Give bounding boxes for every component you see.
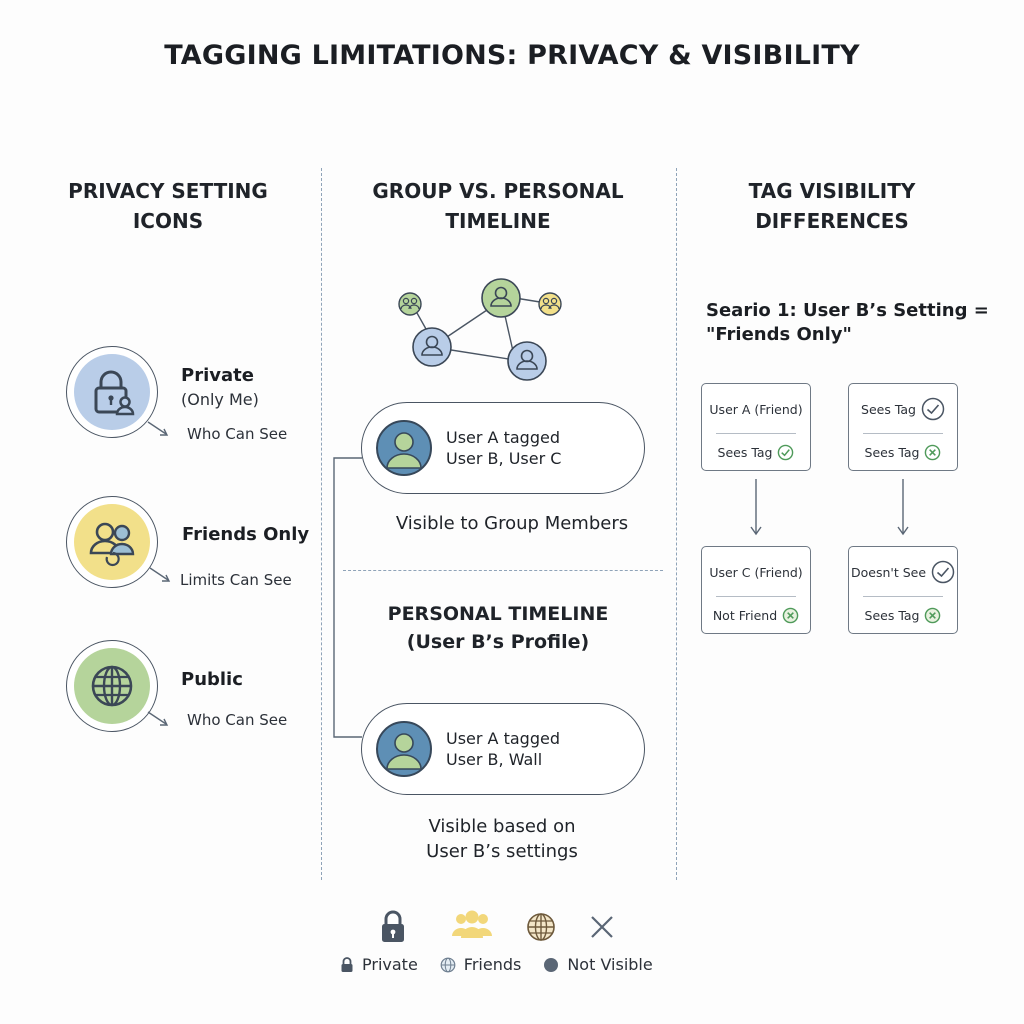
x-icon [782, 607, 799, 623]
friends-only-label: Friends Only [182, 524, 310, 545]
dot-icon [544, 957, 559, 972]
x-icon [925, 607, 941, 623]
card-top-text: Doesn't See [849, 547, 957, 597]
check-icon [778, 444, 794, 460]
tag-visibility-heading: TAG VISIBILITY DIFFERENCES [748, 179, 916, 233]
personal-post-card: User A tagged User B, Wall [361, 703, 645, 795]
x-icon [925, 444, 941, 460]
friends-option-icon [66, 496, 158, 588]
legend-item-friends: Friends [440, 955, 521, 974]
scenario-card-doesnt-see: Doesn't See Sees Tag [848, 546, 958, 634]
lock-icon [382, 910, 404, 942]
group-post-card: User A tagged User B, User C [361, 402, 645, 494]
arrow-down-icon [897, 479, 909, 536]
public-label: Public [181, 669, 243, 690]
group-vs-personal-heading: GROUP VS. PERSONAL TIMELINE [372, 179, 624, 233]
arrow-icon [149, 567, 171, 582]
people-icon [452, 910, 492, 938]
check-icon [931, 560, 955, 584]
card-top-text: Sees Tag [849, 384, 957, 434]
personal-post-text: User A tagged User B, Wall [446, 729, 560, 769]
private-who-can-see: Who Can See [187, 425, 288, 443]
privacy-settings-heading: PRIVACY SETTING ICONS [68, 179, 268, 233]
private-option-icon [66, 346, 158, 438]
scenario-card-sees-tag: Sees Tag Sees Tag [848, 383, 958, 471]
group-post-text: User A tagged User B, User C [446, 428, 562, 468]
avatar [376, 420, 432, 476]
card-bottom-text: Sees Tag [702, 434, 810, 470]
scenario-card-user-a: User A (Friend) Sees Tag [701, 383, 811, 471]
group-visibility-caption: Visible to Group Members [395, 513, 629, 534]
network-node-small-left [398, 292, 422, 316]
personal-timeline-heading: PERSONAL TIMELINE (User B’s Profile) [387, 603, 609, 653]
diagram-title: TAGGING LIMITATIONS: PRIVACY & VISIBILIT… [164, 40, 860, 71]
scenario-heading: Seario 1: User B’s Setting = "Friends On… [706, 300, 989, 345]
public-option-icon [66, 640, 158, 732]
user-icon [386, 733, 422, 770]
group-network-graph [398, 278, 562, 381]
section-separator [343, 570, 663, 571]
card-bottom-text: Sees Tag [849, 597, 957, 633]
public-who-can-see: Who Can See [187, 711, 288, 729]
lock-icon [341, 957, 353, 972]
card-top-text: User A (Friend) [709, 401, 803, 417]
network-node-top [481, 278, 521, 318]
column-divider-right [676, 168, 677, 880]
legend-item-not-visible: Not Visible [543, 955, 653, 974]
friends-icon [89, 522, 135, 567]
friends-who-can-see: Limits Can See [180, 571, 292, 589]
network-node-small-right [538, 292, 562, 316]
private-sublabel: (Only Me) [181, 390, 259, 409]
globe-icon [91, 665, 133, 707]
network-node-left [412, 327, 452, 367]
legend: Private Friends Not Visible [340, 955, 653, 974]
arrow-icon [147, 421, 169, 436]
x-icon [591, 916, 613, 938]
legend-item-private: Private [340, 955, 418, 974]
timeline-connector [333, 457, 362, 738]
check-icon [921, 397, 945, 421]
personal-visibility-caption: Visible based on User B’s settings [426, 816, 578, 862]
lock-user-icon [94, 370, 135, 416]
card-bottom-text: Not Friend [702, 597, 810, 633]
globe-icon [440, 957, 456, 972]
user-icon [386, 432, 422, 469]
card-top-text: User C (Friend) [709, 564, 803, 580]
scenario-card-user-c: User C (Friend) Not Friend [701, 546, 811, 634]
globe-icon [527, 913, 555, 941]
arrow-down-icon [750, 479, 762, 536]
column-divider-left [321, 168, 322, 880]
private-label: Private [181, 365, 254, 386]
card-bottom-text: Sees Tag [849, 434, 957, 470]
avatar [376, 721, 432, 777]
arrow-icon [147, 711, 169, 726]
network-node-right [507, 341, 547, 381]
